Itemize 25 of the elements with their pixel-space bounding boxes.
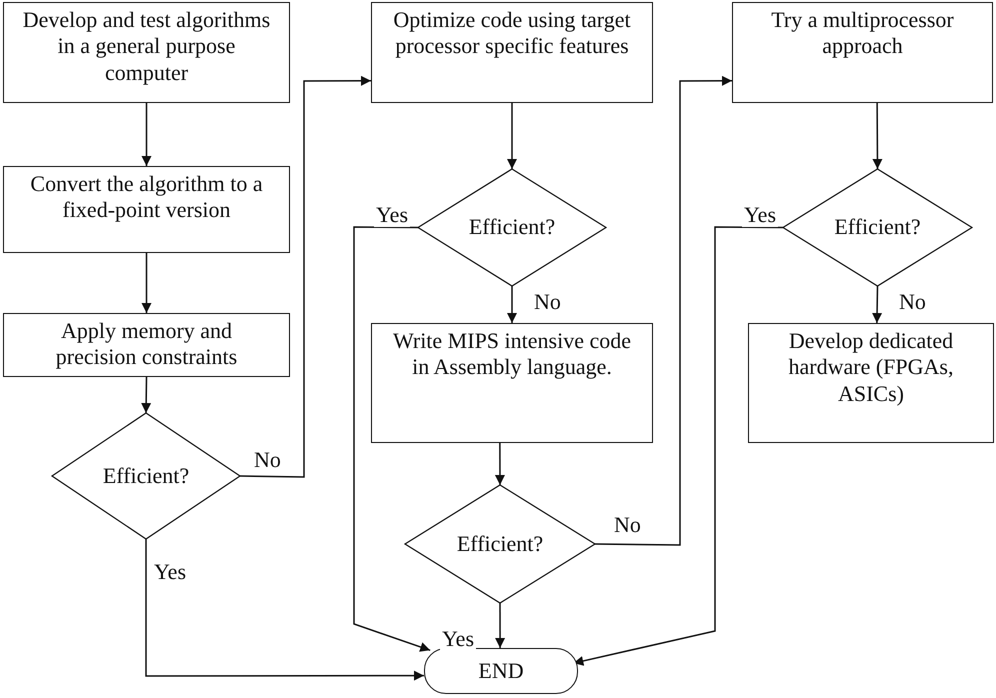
process-box: Develop and test algorithms in a general purpose computer xyxy=(3,2,290,103)
arrow xyxy=(872,286,882,324)
arrow xyxy=(353,226,430,652)
arrow xyxy=(145,539,424,681)
process-box: Apply memory and precision constraints xyxy=(3,313,290,377)
decision-text: Efficient? xyxy=(834,214,921,241)
arrow xyxy=(595,76,732,546)
process-box: Write MIPS intensive code in Assembly language. xyxy=(371,323,653,443)
arrow xyxy=(495,603,506,648)
arrow xyxy=(872,103,882,169)
arrow xyxy=(507,103,517,169)
process-box: Optimize code using target processor specific features xyxy=(371,2,653,103)
decision-text: Efficient? xyxy=(468,214,556,241)
process-box: Convert the algorithm to a fixed-point version xyxy=(3,166,290,253)
process-box: Develop dedicated hardware (FPGAs, ASICs) xyxy=(748,323,994,443)
arrow xyxy=(240,76,371,478)
process-box: Try a multiprocessor approach xyxy=(732,2,993,103)
arrow xyxy=(494,443,505,485)
arrow xyxy=(142,253,152,313)
arrow xyxy=(142,103,152,166)
end-terminator: END xyxy=(424,648,578,694)
decision-text: Efficient? xyxy=(102,462,190,490)
decision-text: Efficient? xyxy=(456,530,544,558)
arrow xyxy=(507,286,517,323)
arrow xyxy=(141,376,152,414)
